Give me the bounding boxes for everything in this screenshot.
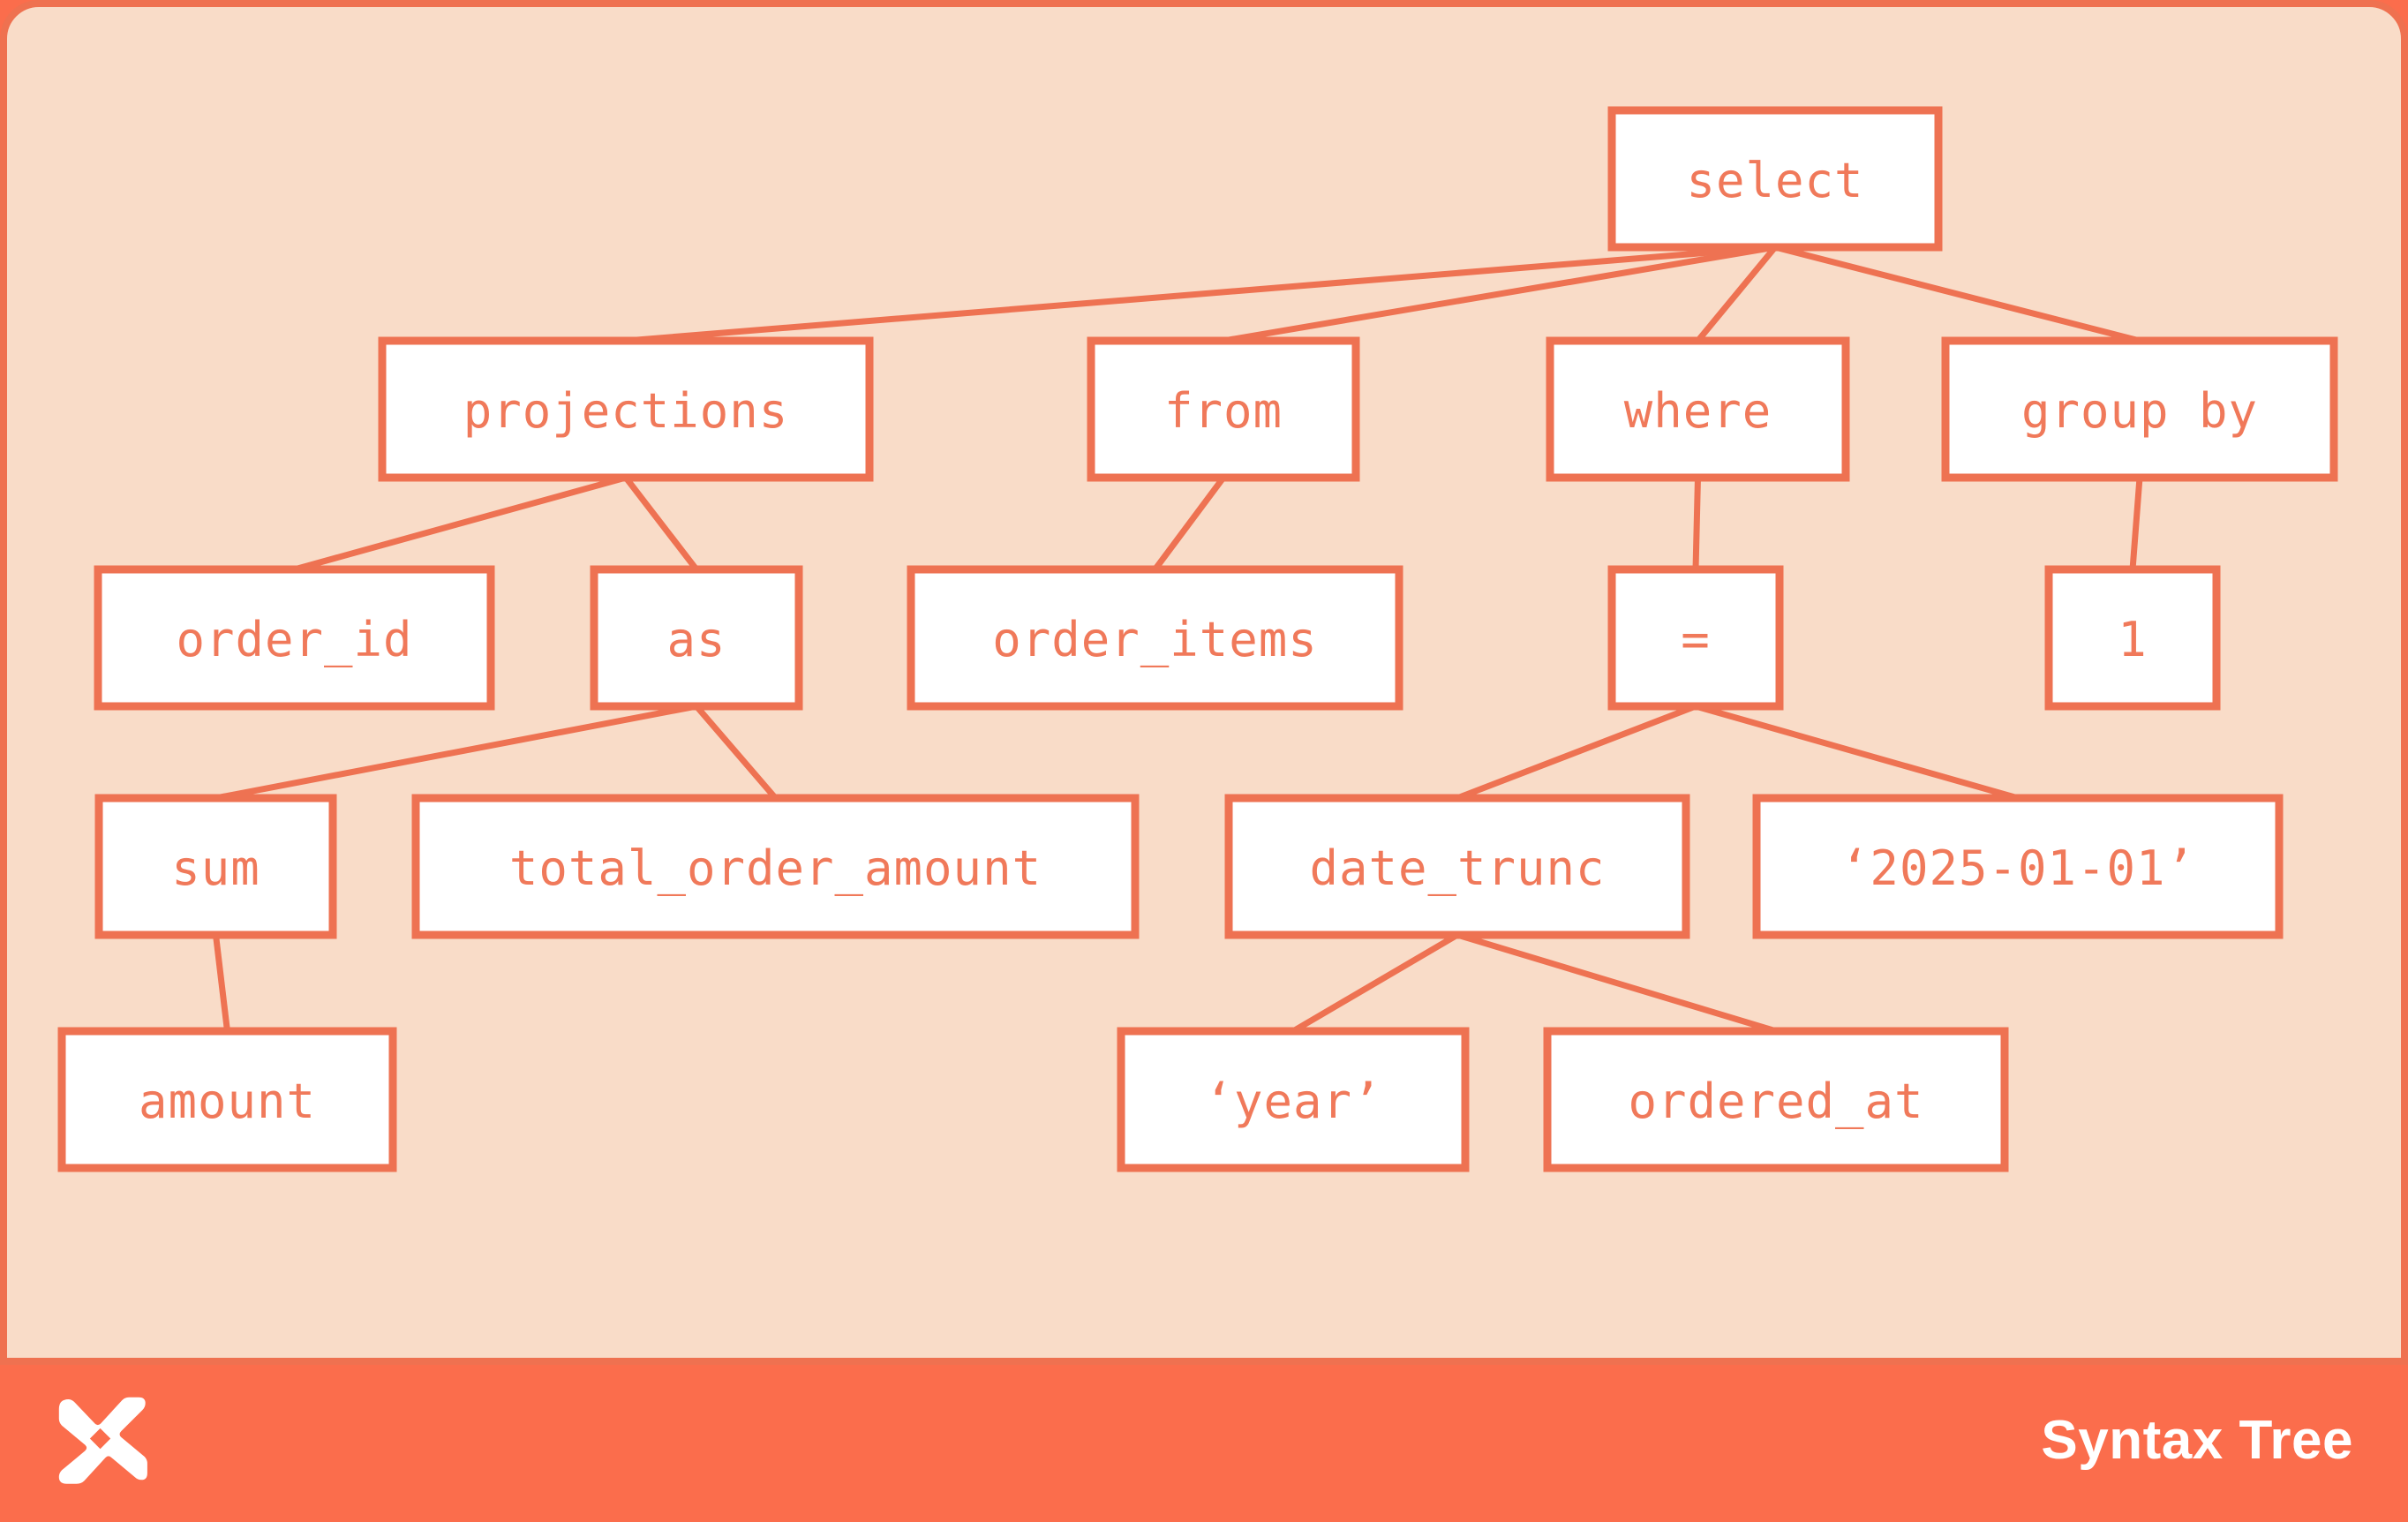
tree-node-ordered_at[interactable]: ordered_at [1543, 1027, 2009, 1172]
node-box [1607, 106, 1943, 252]
node-box [378, 336, 874, 482]
tree-edge [293, 474, 627, 573]
node-label: amount [139, 1074, 316, 1129]
tree-node-one[interactable]: 1 [2044, 565, 2221, 711]
node-label: date_trunc [1309, 840, 1605, 896]
node-label: order_id [176, 612, 412, 667]
tree-node-as[interactable]: as [590, 565, 803, 711]
node-box [411, 794, 1140, 939]
node-box [2044, 565, 2221, 711]
tree-edge [1456, 931, 1778, 1035]
tree-node-year_literal[interactable]: ‘year’ [1117, 1027, 1470, 1172]
node-box [1224, 794, 1690, 939]
syntax-tree-graph: select projections from where group by order_… [57, 106, 2338, 1172]
tree-edge [1456, 703, 1697, 802]
node-label: total_order_amount [509, 840, 1042, 896]
node-label: ordered_at [1628, 1074, 1923, 1129]
tree-node-from[interactable]: from [1087, 336, 1360, 482]
node-label: select [1686, 153, 1863, 208]
tree-edge [214, 703, 697, 802]
node-box [907, 565, 1403, 711]
node-box [1543, 1027, 2009, 1172]
tree-edge [2129, 477, 2143, 570]
node-box [1117, 1027, 1470, 1172]
tree-edge [1692, 477, 1701, 570]
tree-edge [694, 704, 779, 801]
nodes-layer: select projections from where group by order_… [57, 106, 2338, 1172]
tree-node-group_by[interactable]: group by [1941, 336, 2338, 482]
node-box [1752, 794, 2284, 939]
tree-node-total_order_amount[interactable]: total_order_amount [411, 794, 1140, 939]
tree-edge [625, 244, 1776, 344]
tree-node-sum[interactable]: sum [94, 794, 337, 939]
node-label: where [1624, 383, 1772, 439]
tree-edge [1291, 931, 1459, 1035]
node-box [1607, 565, 1784, 711]
node-box [1941, 336, 2338, 482]
node-box [57, 1027, 397, 1172]
node-label: 1 [2118, 612, 2148, 667]
tree-panel: select projections from where group by order_… [0, 0, 2408, 1365]
footer-bar: Syntax Tree [0, 1365, 2408, 1522]
node-box [94, 794, 337, 939]
node-label: group by [2021, 383, 2258, 439]
node-label: sum [171, 840, 260, 896]
footer-title: Syntax Tree [2041, 1410, 2353, 1471]
tree-node-date_literal[interactable]: ‘2025-01-01’ [1752, 794, 2284, 939]
tree-node-order_items[interactable]: order_items [907, 565, 1403, 711]
node-label: ‘year’ [1204, 1074, 1381, 1129]
tree-edge [623, 475, 699, 572]
tree-node-where[interactable]: where [1546, 336, 1850, 482]
tree-edge [1695, 245, 1778, 343]
node-label: as [666, 612, 726, 667]
node-box [1087, 336, 1360, 482]
tree-edge [1152, 475, 1226, 572]
edges-layer [213, 244, 2143, 1035]
tree-edge [1695, 703, 2019, 802]
tree-node-projections[interactable]: projections [378, 336, 874, 482]
node-box [590, 565, 803, 711]
tree-node-order_id[interactable]: order_id [94, 565, 495, 711]
tree-node-date_trunc[interactable]: date_trunc [1224, 794, 1690, 939]
tree-node-select[interactable]: select [1607, 106, 1943, 252]
tree-edge [1774, 244, 2141, 344]
x-star-logo-icon [58, 1397, 147, 1484]
node-label: = [1681, 612, 1711, 667]
tree-edge [1223, 244, 1776, 344]
node-box [94, 565, 495, 711]
tree-node-eq[interactable]: = [1607, 565, 1784, 711]
node-label: order_items [992, 612, 1318, 667]
node-label: projections [463, 383, 789, 439]
node-label: from [1164, 383, 1283, 439]
node-label: ‘2025-01-01’ [1840, 840, 2195, 896]
tree-edge [213, 934, 230, 1032]
tree-node-amount[interactable]: amount [57, 1027, 397, 1172]
node-box [1546, 336, 1850, 482]
